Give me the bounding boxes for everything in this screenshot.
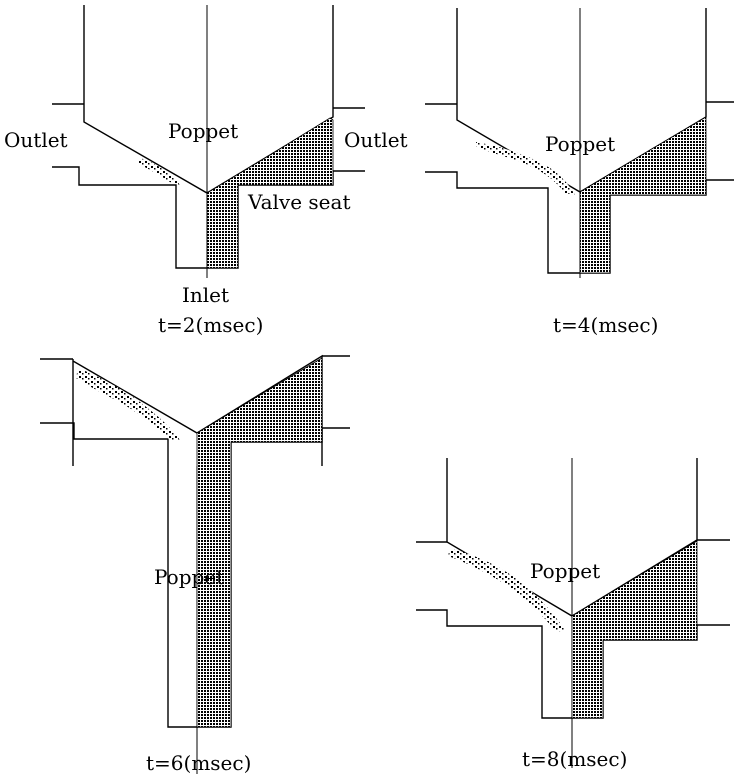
panel-t2: Outlet Poppet Outlet Valve seat Inlet t=… xyxy=(4,5,408,337)
poppet-label: Poppet xyxy=(168,119,238,143)
poppet-label: Poppet xyxy=(545,132,615,156)
left-housing xyxy=(416,541,572,719)
left-housing xyxy=(425,103,580,274)
fluid-region xyxy=(206,117,334,269)
cavitation-specks xyxy=(138,158,180,185)
valve-seat-label: Valve seat xyxy=(247,190,350,214)
left-housing xyxy=(40,358,197,728)
outlet-right-label: Outlet xyxy=(344,128,408,152)
cavitation-specks xyxy=(448,548,565,632)
cavitation-specks xyxy=(76,368,180,440)
time-label: t=6(msec) xyxy=(146,751,251,775)
time-label: t=8(msec) xyxy=(522,747,627,771)
panel-t6: Poppet t=6(msec) xyxy=(40,354,350,775)
panel-t8: Poppet t=8(msec) xyxy=(416,458,730,771)
panel-t4: Poppet t=4(msec) xyxy=(425,8,734,337)
fluid-region xyxy=(571,540,698,719)
time-label: t=4(msec) xyxy=(553,313,658,337)
left-housing xyxy=(52,103,207,269)
fluid-region xyxy=(196,357,323,728)
poppet-label: Poppet xyxy=(530,559,600,583)
cavitation-specks xyxy=(476,142,575,195)
inlet-label: Inlet xyxy=(182,283,229,307)
fluid-region xyxy=(579,116,707,274)
time-label: t=2(msec) xyxy=(158,313,263,337)
poppet-label: Poppet xyxy=(154,565,224,589)
outlet-left-label: Outlet xyxy=(4,128,68,152)
